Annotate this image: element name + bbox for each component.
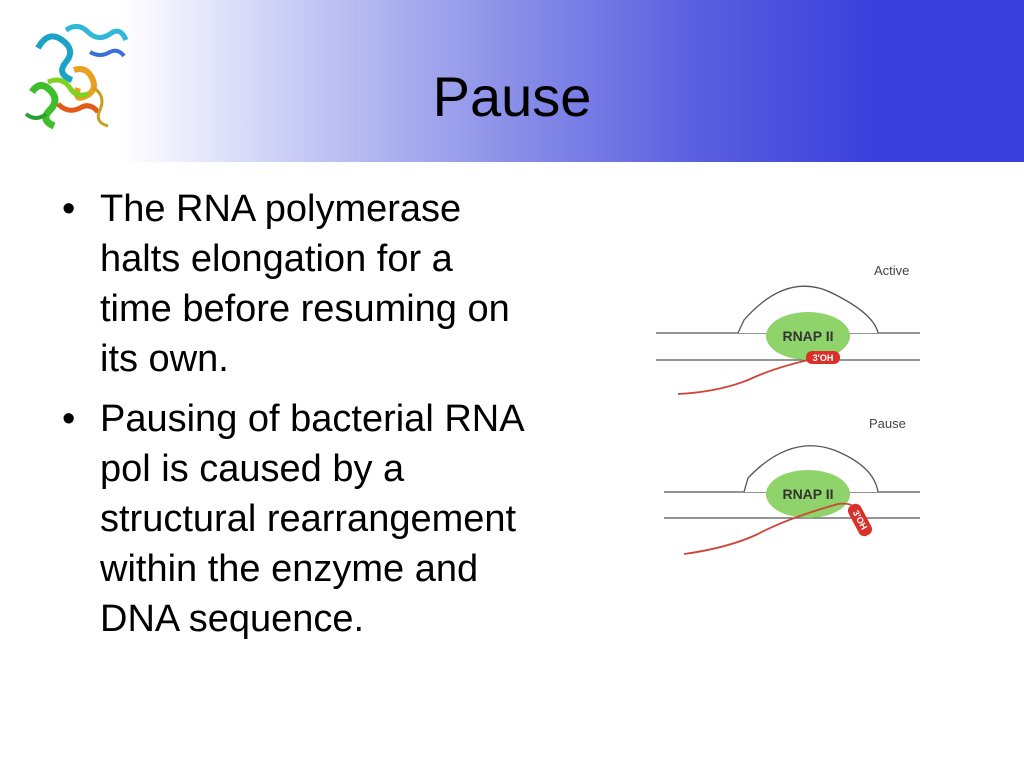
bullet-item: • Pausing of bacterial RNA pol is caused b…: [60, 394, 620, 644]
bullet-line: halts elongation for a: [100, 238, 453, 280]
panel-label-pause: Pause: [869, 416, 906, 431]
bullet-line: within the enzyme and: [100, 548, 479, 590]
oh-tag-label: 3'OH: [813, 353, 834, 363]
dna-bubble: [737, 285, 879, 334]
bullet-line: structural rearrangement: [100, 498, 517, 540]
rnap-ii-enzyme: [766, 312, 850, 360]
bullet-line: pol is caused by a: [100, 448, 405, 490]
title-band: [0, 0, 1024, 162]
panel-label-active: Active: [874, 263, 909, 278]
bullet-glyph: •: [62, 188, 76, 230]
bullet-glyph: •: [62, 398, 76, 440]
bullet-list: • The RNA polymerase halts elongation for …: [60, 184, 620, 654]
rna-transcript: [683, 502, 859, 555]
slide-title: Pause: [432, 65, 592, 128]
rnap-ii-label: RNAP II: [782, 486, 833, 502]
bullet-line: time before resuming on: [100, 288, 510, 330]
bullet-line: DNA sequence.: [100, 598, 365, 640]
rnap-ii-label: RNAP II: [782, 328, 833, 344]
protein-structure-icon: [24, 24, 129, 130]
bullet-line: The RNA polymerase: [100, 188, 462, 230]
oh-tag: [847, 503, 873, 537]
bullet-line: its own.: [100, 338, 229, 380]
oh-tag: [806, 351, 840, 364]
rna-transcript: [677, 357, 819, 395]
bullet-item: • The RNA polymerase halts elongation for …: [60, 184, 620, 384]
rnap-pause-diagram: Active RNAP II 3'OH Pause RNAP II 3'OH: [656, 263, 920, 555]
bullet-line: Pausing of bacterial RNA: [100, 398, 525, 440]
